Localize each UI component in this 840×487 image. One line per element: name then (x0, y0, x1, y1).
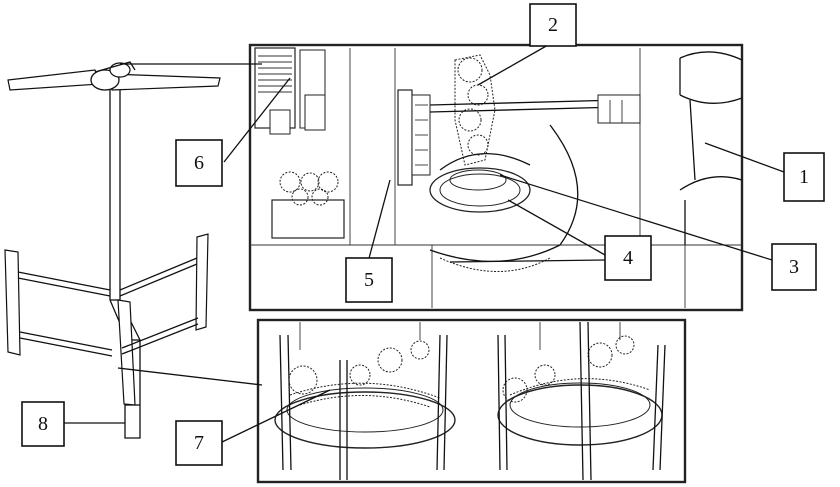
vertical-blades (5, 234, 208, 405)
callout-2-label: 2 (548, 14, 558, 36)
callout-6-label: 6 (194, 152, 204, 174)
control-cabinet (255, 48, 325, 134)
vertical-shaft (398, 90, 430, 185)
callout-7: 7 (176, 421, 222, 465)
callout-5-label: 5 (364, 269, 374, 291)
gear-ring-inset (258, 320, 685, 482)
callout-3: 3 (772, 244, 816, 290)
callout-1: 1 (784, 153, 824, 201)
side-bracket (598, 95, 640, 123)
nacelle-inset (250, 45, 742, 310)
callout-5: 5 (346, 258, 392, 302)
horizontal-rotor (8, 62, 220, 90)
callout-4: 4 (605, 236, 651, 280)
callout-1-label: 1 (799, 166, 809, 188)
callout-7-label: 7 (194, 432, 204, 454)
callout-4-label: 4 (623, 247, 633, 269)
callout-6: 6 (176, 140, 222, 186)
turbine-assembly (5, 62, 220, 438)
callout-2: 2 (530, 4, 576, 46)
callout-8: 8 (22, 402, 64, 446)
callout-8-label: 8 (38, 413, 48, 435)
callout-3-label: 3 (789, 256, 799, 278)
